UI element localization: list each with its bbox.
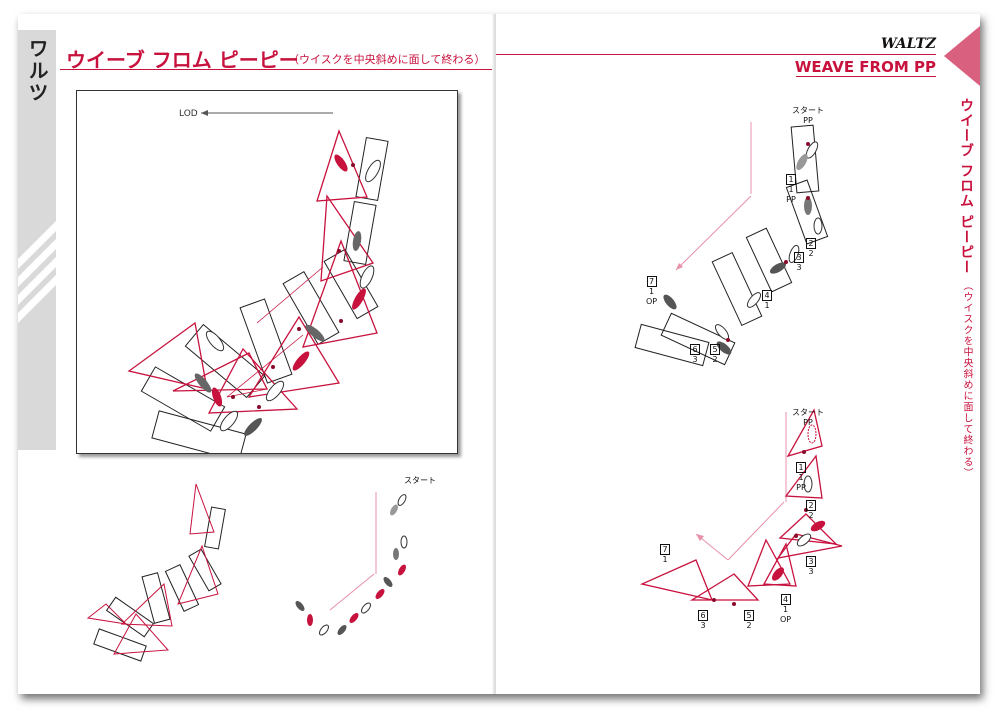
- page-subtitle: （ウイスクを中央斜めに面して終わる）: [288, 53, 486, 66]
- header-rule: [496, 54, 936, 55]
- right-diagrams-svg: [634, 122, 843, 606]
- step-number: 3: [806, 556, 816, 567]
- right-page: WALTZ WEAVE FROM PP ウイーブ フロム ピーピー （ウイスクを…: [496, 14, 980, 694]
- left-page: ワルツ ウイーブ フロム ピーピー （ウイスクを中央斜めに面して終わる） LOD: [18, 14, 494, 694]
- page-gutter: [492, 14, 498, 694]
- step-sub: 2: [746, 621, 752, 630]
- step-number: 4: [780, 594, 791, 605]
- step-number: 7: [660, 544, 670, 555]
- lod-label: LOD: [179, 109, 198, 119]
- step-sub: 1: [788, 185, 794, 194]
- step-sub: 1: [662, 555, 668, 564]
- step-sub: 1: [798, 473, 804, 482]
- step-number: 1: [786, 174, 796, 185]
- step-sub2: OP: [646, 297, 658, 306]
- step-number: 2: [806, 238, 816, 249]
- side-tab-label: ワルツ: [25, 38, 49, 104]
- page-title: ウイーブ フロム ピーピー: [66, 48, 299, 72]
- step-sub: 1: [649, 287, 655, 296]
- step-number: 1: [796, 462, 806, 473]
- step-sub: PP: [803, 116, 813, 125]
- step-sub: 2: [808, 249, 814, 258]
- step-sub2: PP: [796, 483, 806, 492]
- start-label: スタート: [404, 476, 436, 485]
- step-number: 3: [794, 252, 804, 263]
- main-diagram-svg: [127, 110, 389, 453]
- step-number: 4: [762, 290, 772, 301]
- step-sub: 1: [783, 605, 789, 614]
- title-rule: [60, 69, 492, 70]
- step-number: 2: [806, 500, 816, 511]
- english-title: WEAVE FROM PP: [794, 58, 936, 76]
- title-rule: [796, 76, 936, 77]
- main-floor-diagram: LOD: [76, 90, 458, 454]
- step-sub: 3: [700, 621, 706, 630]
- step-sub: 3: [796, 263, 802, 272]
- side-tab: ワルツ: [18, 30, 56, 450]
- step-sub: PP: [803, 418, 813, 427]
- section-header: WALTZ: [880, 36, 936, 52]
- step-sub2: OP: [780, 615, 792, 624]
- step-number: 5: [744, 610, 754, 621]
- step-sub: 2: [808, 511, 814, 520]
- step-sub: 1: [764, 301, 770, 310]
- step-sub: 3: [808, 567, 814, 576]
- step-sub: 2: [712, 355, 718, 364]
- vertical-title-text: ウイーブ フロム ピーピー: [958, 98, 974, 275]
- step-number: 7: [646, 276, 657, 287]
- vertical-subtitle: （ウイスクを中央斜めに面して終わる）: [961, 280, 972, 479]
- book-spread: ワルツ ウイーブ フロム ピーピー （ウイスクを中央斜めに面して終わる） LOD: [18, 14, 980, 694]
- vertical-title: ウイーブ フロム ピーピー （ウイスクを中央斜めに面して終わる）: [956, 98, 976, 479]
- step-sub2: PP: [786, 195, 796, 204]
- step-sub: 3: [692, 355, 698, 364]
- step-label: スタート: [792, 408, 824, 417]
- step-label: スタート: [792, 106, 824, 115]
- corner-tab: [944, 26, 980, 86]
- step-number: 5: [710, 344, 720, 355]
- step-number: 6: [690, 344, 700, 355]
- step-number: 6: [698, 610, 708, 621]
